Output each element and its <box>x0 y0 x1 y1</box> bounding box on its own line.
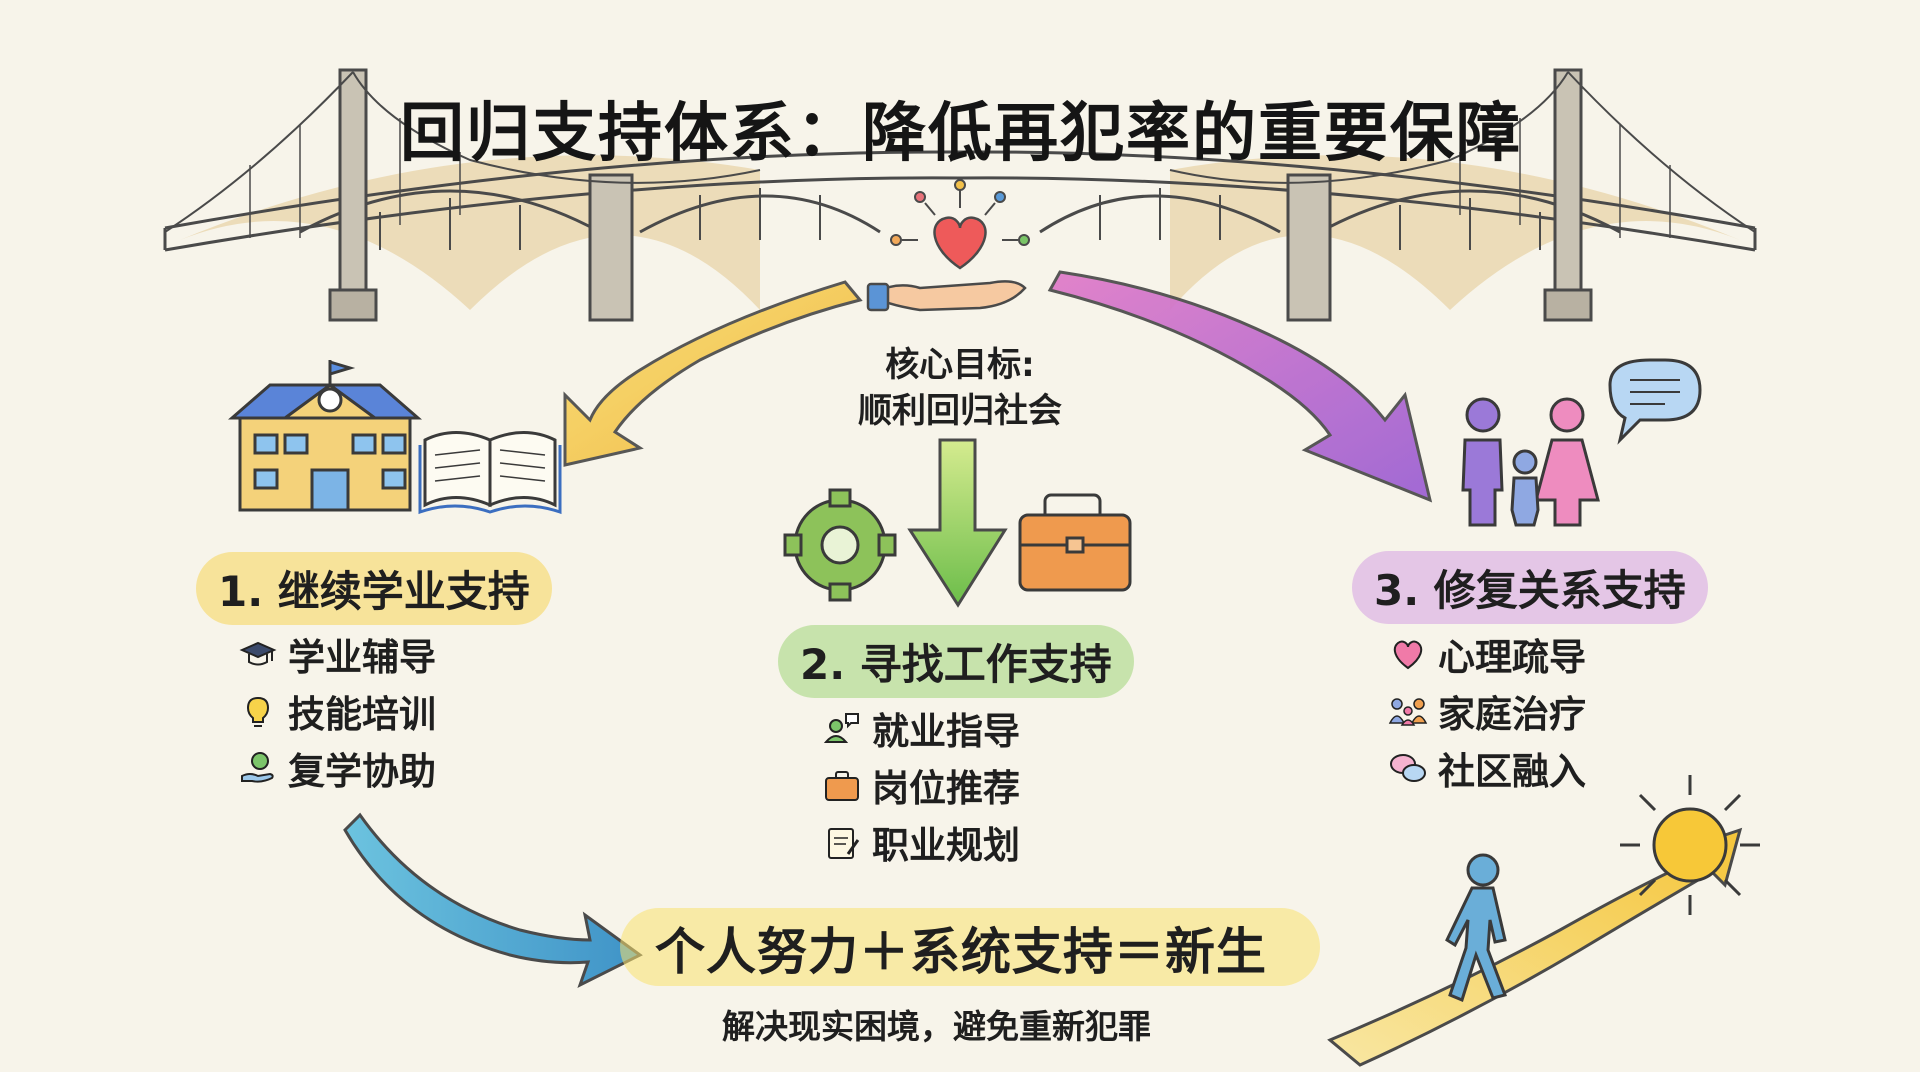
bridge-illustration <box>163 68 1757 322</box>
yellow-arrow <box>563 280 863 467</box>
core-goal: 核心目标: 顺利回归社会 <box>820 342 1100 434</box>
item-label: 学业辅导 <box>288 636 436 679</box>
section-1-item-2: 技能培训 <box>238 684 436 738</box>
section-1-heading: 1. 继续学业支持 <box>196 552 552 625</box>
section-2-item-3: 职业规划 <box>822 815 1020 869</box>
section-2-heading: 2. 寻找工作支持 <box>778 625 1134 698</box>
lightbulb-icon <box>246 696 270 727</box>
briefcase-icon <box>825 771 859 801</box>
blue-arrow <box>343 812 643 988</box>
walking-person-icon <box>1445 853 1507 1003</box>
green-arrow <box>907 438 1008 608</box>
item-label: 家庭治疗 <box>1438 693 1586 736</box>
sun-icon <box>1620 775 1760 915</box>
section-2-item-1: 就业指导 <box>822 701 1020 755</box>
page-title: 回归支持体系：降低再犯率的重要保障 <box>400 97 1522 171</box>
person-chat-icon <box>823 713 859 743</box>
item-label: 技能培训 <box>288 693 436 736</box>
section-3-item-1: 心理疏导 <box>1388 627 1586 681</box>
item-label: 社区融入 <box>1438 750 1586 793</box>
school-icon <box>227 359 423 512</box>
money-hand-icon <box>241 752 274 783</box>
formula-text: 个人努力＋系统支持＝新生 <box>655 923 1267 981</box>
section-3-heading: 3. 修复关系支持 <box>1352 551 1708 624</box>
book-icon <box>418 431 562 515</box>
formula-highlight <box>620 908 1320 986</box>
item-label: 就业指导 <box>872 710 1020 753</box>
heart-icon <box>1393 640 1423 670</box>
briefcase-illustration <box>1018 493 1132 592</box>
speech-bubble-icon <box>1608 358 1702 445</box>
item-label: 复学协助 <box>288 750 436 793</box>
subtitle-text: 解决现实困境，避免重新犯罪 <box>722 1007 1151 1046</box>
section-3-item-2: 家庭治疗 <box>1388 684 1586 738</box>
chat-bubbles-icon <box>1390 754 1426 782</box>
item-label: 岗位推荐 <box>872 767 1020 810</box>
core-goal-line2: 顺利回归社会 <box>858 391 1062 431</box>
core-goal-line1: 核心目标: <box>885 345 1035 385</box>
family-icon <box>1388 698 1428 726</box>
section-1-item-3: 复学协助 <box>238 741 436 795</box>
clipboard-pen-icon <box>828 828 860 859</box>
section-1-item-1: 学业辅导 <box>238 627 436 681</box>
purple-arrow <box>1047 270 1433 503</box>
item-label: 职业规划 <box>872 824 1020 867</box>
item-label: 心理疏导 <box>1438 636 1586 679</box>
family-illustration <box>1461 397 1600 527</box>
section-2-item-2: 岗位推荐 <box>822 758 1020 812</box>
section-3-item-3: 社区融入 <box>1388 741 1586 795</box>
gear-icon <box>783 488 897 602</box>
graduation-cap-icon <box>239 641 277 666</box>
hand-heart-icon <box>866 179 1030 312</box>
